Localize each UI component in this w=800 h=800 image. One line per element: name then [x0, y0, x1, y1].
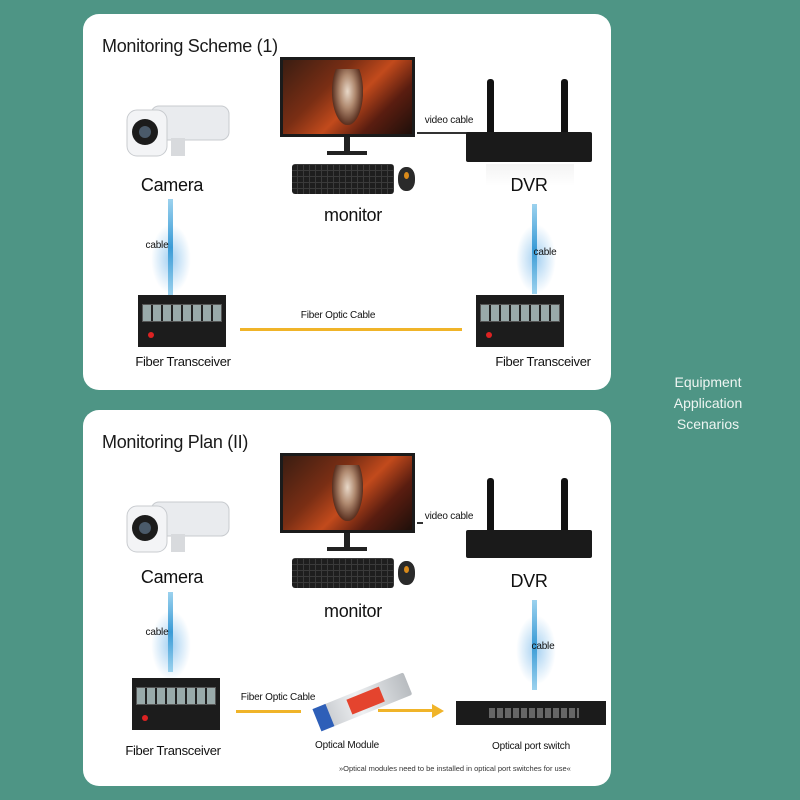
- monitor-label: monitor: [324, 205, 382, 225]
- side-caption-line-3: Scenarios: [676, 416, 740, 432]
- fiber-transceiver-right-icon: [476, 295, 564, 347]
- camera-label: Camera: [140, 567, 204, 587]
- camera-icon: [121, 102, 231, 162]
- transceiver-left-label: Fiber Transceiver: [135, 354, 231, 369]
- antenna-left: [487, 478, 494, 538]
- cable-right-line: [532, 204, 537, 294]
- fiber-arrow-line: [378, 709, 432, 712]
- panel-title: Monitoring Plan (II): [102, 432, 249, 452]
- panel-title: Monitoring Scheme (1): [102, 36, 278, 56]
- transceiver-right-label: Fiber Transceiver: [495, 354, 591, 369]
- dvr-icon: [466, 530, 592, 558]
- monitoring-plan-2-panel: Monitoring Plan (II) Camera monitor vide…: [83, 410, 611, 786]
- monitor-icon: [280, 453, 415, 533]
- camera-label: Camera: [140, 175, 204, 195]
- mouse-icon: [398, 561, 415, 585]
- mouse-icon: [398, 167, 415, 191]
- fiber-label: Fiber Optic Cable: [300, 310, 376, 321]
- cable-left-label: cable: [145, 627, 169, 638]
- footnote: »Optical modules need to be installed in…: [339, 764, 571, 773]
- antenna-left: [487, 79, 494, 139]
- arrow-right-icon: [432, 704, 444, 718]
- monitor-stand: [344, 533, 350, 547]
- transceiver-label: Fiber Transceiver: [125, 743, 221, 758]
- optical-module-label: Optical Module: [315, 740, 379, 751]
- side-caption-line-1: Equipment: [674, 374, 742, 390]
- antenna-right: [561, 478, 568, 538]
- video-cable-label: video cable: [424, 115, 474, 126]
- video-cable-label: video cable: [424, 511, 474, 522]
- monitor-label: monitor: [324, 601, 382, 621]
- cable-left-line: [168, 592, 173, 672]
- dvr-reflection: [486, 164, 574, 186]
- dvr-label: DVR: [510, 175, 548, 195]
- fiber-transceiver-icon: [132, 678, 220, 730]
- dvr-label: DVR: [510, 571, 548, 591]
- fiber-optic-cable-line: [236, 710, 301, 713]
- keyboard-icon: [292, 164, 394, 194]
- optical-switch-label: Optical port switch: [492, 741, 570, 752]
- fiber-transceiver-left-icon: [138, 295, 226, 347]
- cable-right-line: [532, 600, 537, 690]
- video-cable-line: [417, 522, 423, 524]
- video-cable-line: [417, 132, 477, 134]
- monitor-base: [327, 151, 367, 155]
- side-caption: Equipment Application Scenarios: [660, 372, 756, 435]
- cable-left-line: [168, 199, 173, 296]
- camera-icon: [121, 498, 231, 558]
- cable-right-label: cable: [533, 247, 557, 258]
- side-caption-line-2: Application: [673, 395, 743, 411]
- optical-module-icon: [312, 672, 413, 732]
- cable-left-label: cable: [145, 240, 169, 251]
- monitor-icon: [280, 57, 415, 137]
- monitor-base: [327, 547, 367, 551]
- monitoring-scheme-1-panel: Monitoring Scheme (1) Camera monitor vid…: [83, 14, 611, 390]
- monitor-stand: [344, 137, 350, 151]
- fiber-optic-cable-line: [240, 328, 462, 331]
- fiber-label: Fiber Optic Cable: [240, 692, 316, 703]
- antenna-right: [561, 79, 568, 139]
- cable-right-label: cable: [531, 641, 555, 652]
- dvr-icon: [466, 132, 592, 162]
- keyboard-icon: [292, 558, 394, 588]
- optical-port-switch-icon: [456, 701, 606, 725]
